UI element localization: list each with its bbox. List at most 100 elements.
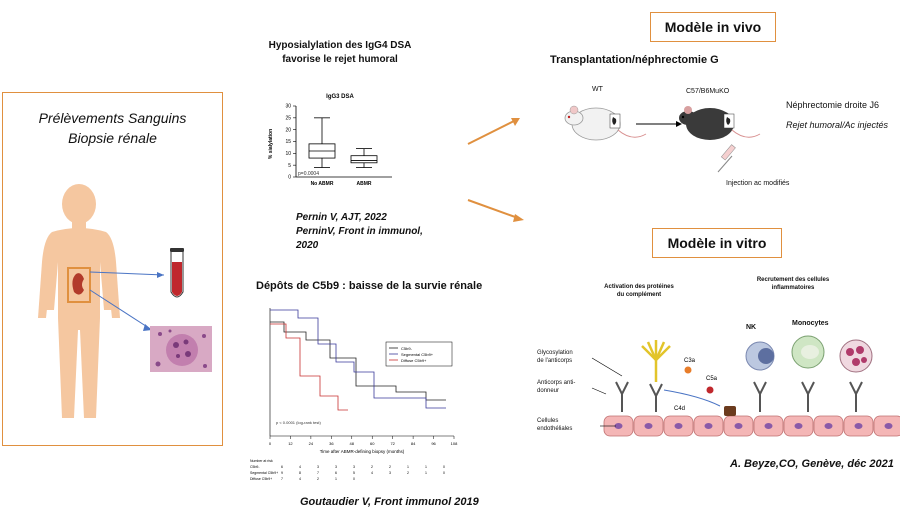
monocytes-label: Monocytes bbox=[792, 320, 829, 327]
biopsy-image bbox=[150, 326, 212, 372]
boxplot-ytick-label-3: 15 bbox=[285, 139, 291, 145]
in-vivo-note2: Rejet humoral/Ac injectés bbox=[786, 120, 889, 130]
kidney-icon bbox=[72, 273, 84, 295]
c4d-deposit bbox=[724, 406, 736, 416]
endothelial-nucleus-1 bbox=[644, 423, 653, 429]
in-vitro-header: Modèle in vitro bbox=[652, 228, 782, 258]
km-risk-0-4: 3 bbox=[353, 465, 355, 469]
km-risk-0-5: 2 bbox=[371, 465, 373, 469]
glyco-line1: Glycosylation bbox=[537, 350, 573, 356]
boxplot-ytick-label-5: 25 bbox=[285, 115, 291, 121]
endothelial-nucleus-9 bbox=[884, 423, 893, 429]
glyco-pointer bbox=[591, 357, 623, 377]
center-arrows bbox=[467, 118, 524, 222]
recruit-line2: inflammatoires bbox=[771, 285, 815, 291]
km-xlabel: Time after ABMR-defining biopsy (months) bbox=[320, 449, 405, 454]
km-xtick-label-0: 0 bbox=[269, 441, 272, 446]
boxplot-cat-1: ABMR bbox=[357, 181, 372, 187]
km-xtick-label-1: 12 bbox=[288, 441, 293, 446]
left-panel-illustration bbox=[38, 184, 212, 418]
km-risk-2-4: 0 bbox=[353, 477, 355, 481]
syringe-icon bbox=[717, 144, 736, 173]
boxplot-ytick-label-4: 20 bbox=[285, 127, 291, 133]
km-xtick-label-8: 96 bbox=[431, 441, 436, 446]
km-xtick-label-7: 84 bbox=[411, 441, 416, 446]
boxplot-ytick-label-2: 10 bbox=[285, 151, 291, 157]
box-1 bbox=[350, 155, 378, 164]
monocyte-icon bbox=[791, 335, 825, 369]
endothelial-nucleus-7 bbox=[824, 423, 833, 429]
endothelial-nucleus-5 bbox=[764, 423, 773, 429]
black-mouse-icon bbox=[679, 106, 761, 140]
kidney-highlight-box bbox=[67, 267, 91, 303]
boxplot-pvalue: p=0.0004 bbox=[298, 171, 319, 177]
in-vivo-illustration bbox=[564, 105, 761, 173]
km-xtick-label-6: 72 bbox=[390, 441, 395, 446]
boxplot-ytick-label-6: 30 bbox=[285, 104, 291, 110]
in-vitro-header-label: Modèle in vitro bbox=[667, 235, 767, 251]
granulocyte-icon bbox=[839, 339, 873, 373]
km-pvalue: p < 0.0001 (log-rank test) bbox=[276, 420, 321, 425]
in-vivo-header: Modèle in vivo bbox=[650, 12, 776, 42]
endothelial-nucleus-2 bbox=[674, 423, 683, 429]
km-risk-0-3: 3 bbox=[335, 465, 337, 469]
km-risk-0-8: 1 bbox=[425, 465, 427, 469]
left-panel-title-line2: Biopsie rénale bbox=[68, 130, 157, 146]
pernin-citation-line3: 2020 bbox=[296, 240, 319, 251]
km-risk-0-1: 4 bbox=[299, 465, 301, 469]
km-risk-1-4: 5 bbox=[353, 471, 355, 475]
endothelial-nucleus-6 bbox=[794, 423, 803, 429]
boxplot-ylabel: % sialylation bbox=[268, 129, 274, 159]
km-xtick-label-9: 108 bbox=[451, 441, 458, 446]
hypo-title-line1: Hyposialylation des IgG4 DSA bbox=[268, 40, 412, 51]
blood-tube-icon bbox=[170, 248, 184, 298]
arrow-to-tube bbox=[89, 271, 165, 276]
km-curve-segmental bbox=[270, 309, 446, 409]
km-curve-diffuse bbox=[270, 323, 348, 411]
glyco-line2: de l'anticorps bbox=[537, 358, 573, 364]
km-risk-0-2: 3 bbox=[317, 465, 319, 469]
anti-line1: Anticorps anti- bbox=[537, 380, 576, 386]
km-xtick-label-2: 24 bbox=[309, 441, 314, 446]
km-xtick-label-3: 36 bbox=[329, 441, 334, 446]
c3a-dot bbox=[684, 366, 692, 374]
complement-c1-icon bbox=[641, 340, 671, 382]
in-vivo-subtitle: Transplantation/néphrectomie G bbox=[550, 54, 719, 66]
left-panel-title-line1: Prélèvements Sanguins bbox=[38, 110, 187, 126]
km-risk-2-2: 2 bbox=[317, 477, 319, 481]
pernin-citation-line2: PerninV, Front in immunol, bbox=[296, 226, 423, 237]
arrow-to-biopsy bbox=[89, 289, 153, 331]
km-risk-1-1: 8 bbox=[299, 471, 301, 475]
km-risk-2-0: 7 bbox=[281, 477, 283, 481]
mouse1-label: WT bbox=[592, 86, 603, 93]
fc-receptor-icons bbox=[753, 381, 863, 412]
km-risk-0-6: 2 bbox=[389, 465, 391, 469]
km-risk-0-7: 1 bbox=[407, 465, 409, 469]
km-risk-label-0: C5b9- bbox=[250, 465, 260, 469]
c4d-arrow bbox=[663, 389, 721, 407]
c5a-label: C5a bbox=[706, 376, 718, 382]
km-legend-0: C5b9- bbox=[401, 346, 413, 351]
km-risk-2-3: 1 bbox=[335, 477, 337, 481]
antibody-icon bbox=[615, 381, 663, 412]
boxplot-ytick-label-1: 5 bbox=[288, 163, 291, 169]
goutaudier-citation: Goutaudier V, Front immunol 2019 bbox=[300, 496, 479, 508]
recruit-line1: Recrutement des cellules bbox=[756, 277, 830, 283]
pernin-citation-line1: Pernin V, AJT, 2022 bbox=[296, 212, 387, 223]
c3a-label: C3a bbox=[684, 358, 696, 364]
c4d-label: C4d bbox=[674, 406, 685, 412]
km-curve-c5b9-neg bbox=[270, 321, 446, 401]
km-xtick-label-5: 60 bbox=[370, 441, 375, 446]
km-risk-1-9: 0 bbox=[443, 471, 445, 475]
nk-cell-icon bbox=[745, 341, 775, 371]
km-risk-1-0: 9 bbox=[281, 471, 283, 475]
km-risk-0-0: 6 bbox=[281, 465, 283, 469]
cells-line2: endothéliales bbox=[537, 426, 573, 432]
boxplot-cat-0: No ABMR bbox=[311, 181, 334, 187]
in-vitro-illustration: C3a C5a C4d bbox=[591, 335, 900, 437]
km-risk-1-2: 7 bbox=[317, 471, 319, 475]
endothelial-nucleus-8 bbox=[854, 423, 863, 429]
km-legend-2: Diffuse C5b9+ bbox=[401, 358, 427, 363]
activation-line1: Activation des protéines bbox=[604, 284, 674, 290]
